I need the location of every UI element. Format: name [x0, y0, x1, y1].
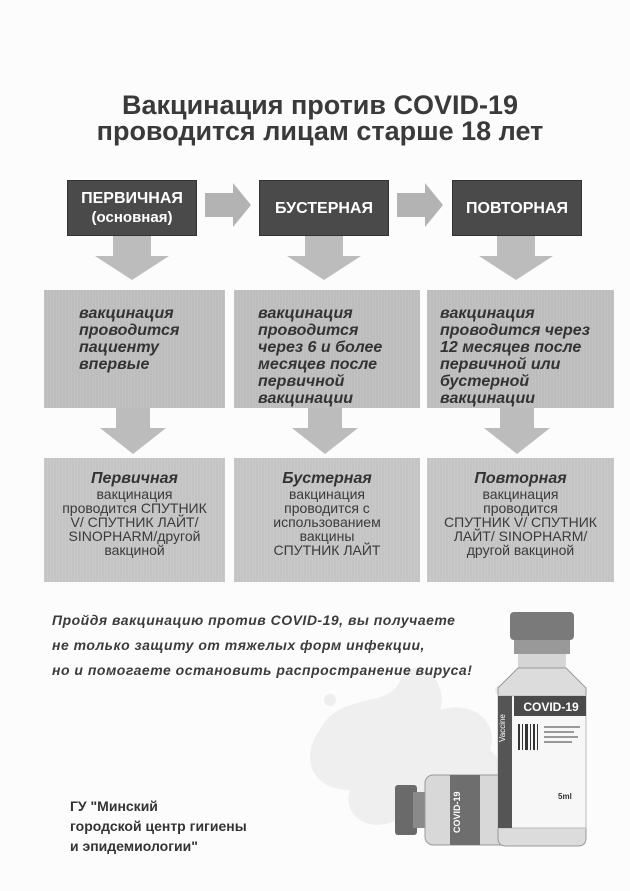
vial-volume: 5ml — [558, 792, 572, 801]
text-line: проводится через — [440, 322, 590, 339]
text-line: проводится СПУТНИК — [62, 500, 207, 516]
text-line: V/ СПУТНИК ЛАЙТ/ — [70, 514, 199, 530]
text-line: использованием — [273, 514, 381, 530]
org-line-1: ГУ "Минский — [70, 798, 158, 814]
text-line: вакцинация — [482, 486, 559, 502]
text-line: вакцинация — [96, 486, 173, 502]
stage-detail-booster: Бустерная вакцинация проводится с исполь… — [234, 470, 420, 557]
title-line-1: Вакцинация против COVID-19 — [121, 90, 519, 120]
text-line: вакцинации — [440, 390, 536, 407]
text-line: проводится с — [284, 500, 370, 516]
slogan: Пройдя вакцинацию против COVID-19, вы по… — [52, 608, 482, 683]
detail-title: Бустерная — [282, 470, 372, 487]
text-line: вакцины — [299, 528, 355, 544]
vial-large-icon: COVID-19 Vaccine 5ml — [488, 612, 592, 848]
arrow-down-icon — [100, 408, 166, 454]
arrow-down-icon — [292, 408, 358, 454]
stage-description-box — [234, 290, 420, 408]
stage-detail-primary: Первичная вакцинация проводится СПУТНИК … — [44, 470, 225, 557]
stage-detail-repeat: Повторная вакцинация проводится СПУТНИК … — [427, 470, 614, 557]
text-line: проводится — [258, 322, 359, 339]
stage-description-box — [427, 290, 614, 408]
text-line: через 6 и более — [258, 339, 383, 356]
vial-side-label: Vaccine — [498, 714, 507, 742]
text-line: СПУТНИК V/ СПУТНИК — [444, 514, 597, 530]
text-line: первичной или — [440, 356, 561, 373]
text-line: другой вакциной — [466, 542, 575, 558]
text-line: месяцев после — [258, 356, 378, 373]
text-line: SINOPHARM/другой — [68, 528, 201, 544]
stage-description-repeat: вакцинация проводится через 12 месяцев п… — [440, 305, 590, 407]
slogan-line-3: но и помогаете остановить распространени… — [52, 662, 473, 678]
text-line: вакциной — [104, 542, 165, 558]
stage-header-repeat: ПОВТОРНАЯ — [452, 180, 582, 236]
text-line: СПУТНИК ЛАЙТ — [273, 542, 381, 558]
text-line: проводится — [483, 500, 558, 516]
stage-detail-box — [427, 458, 614, 582]
stage-detail-box — [44, 458, 225, 582]
text-line: вакцинации — [258, 390, 354, 407]
text-line: вакцинация — [440, 305, 535, 322]
text-line: 12 месяцев после — [440, 339, 582, 356]
detail-title: Повторная — [474, 470, 567, 487]
stage-description-box — [44, 290, 225, 408]
stage-description-primary: вакцинация проводится пациенту впервые — [79, 305, 179, 373]
stage-header-primary: ПЕРВИЧНАЯ (основная) — [67, 180, 197, 236]
org-line-2: городской центр гигиены — [70, 818, 247, 834]
slogan-line-2: не только защиту от тяжелых форм инфекци… — [52, 637, 425, 653]
org-line-3: и эпидемиологии" — [70, 838, 198, 854]
text-line: первичной — [258, 373, 345, 390]
text-line: впервые — [79, 356, 150, 373]
arrow-down-icon — [95, 236, 169, 280]
text-line: вакцинация — [79, 305, 174, 322]
stage-header-label: ПЕРВИЧНАЯ — [81, 190, 183, 207]
vial-small-icon: COVID-19 — [395, 770, 516, 850]
vial-label: COVID-19 — [523, 700, 579, 714]
detail-title: Первичная — [91, 470, 178, 487]
stage-detail-box — [234, 458, 420, 582]
text-line: проводится — [79, 322, 180, 339]
stage-header-sublabel: (основная) — [91, 209, 173, 226]
stage-header-booster: БУСТЕРНАЯ — [259, 180, 389, 236]
text-line: вакцинация — [289, 486, 365, 502]
text-line: вакцинация — [258, 305, 353, 322]
text-line: ЛАЙТ/ SINOPHARM/ — [453, 528, 588, 544]
arrow-down-icon — [479, 236, 553, 280]
arrow-down-icon — [287, 236, 361, 280]
stage-description-booster: вакцинация проводится через 6 и более ме… — [258, 305, 382, 407]
stage-header-label: БУСТЕРНАЯ — [275, 199, 373, 217]
text-line: бустерной — [440, 373, 530, 390]
page-title: Вакцинация против COVID-19 проводится ли… — [60, 90, 580, 146]
stage-header-label: ПОВТОРНАЯ — [466, 199, 568, 217]
slogan-line-1: Пройдя вакцинацию против COVID-19, вы по… — [52, 612, 456, 628]
text-line: пациенту — [79, 339, 160, 356]
arrow-down-icon — [484, 408, 550, 454]
vial-small-label: COVID-19 — [452, 791, 462, 833]
title-line-2: проводится лицам старше 18 лет — [96, 116, 544, 146]
organization: ГУ "Минский городской центр гигиены и эп… — [70, 796, 247, 856]
